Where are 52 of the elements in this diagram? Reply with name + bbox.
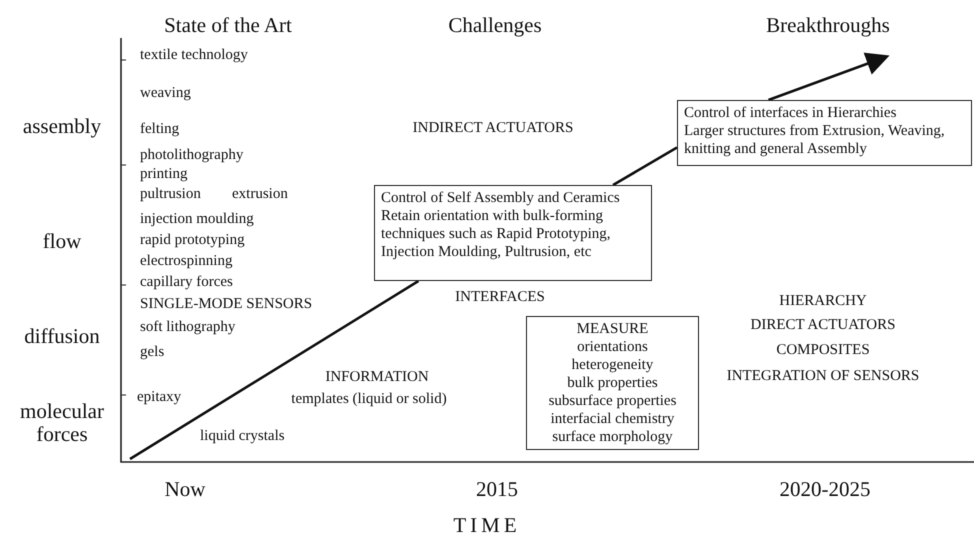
trend-line	[129, 280, 420, 460]
technique-label: printing	[140, 166, 188, 182]
breakthrough-label: COMPOSITES	[776, 342, 870, 358]
column-heading: Breakthroughs	[766, 14, 890, 38]
technique-label: electrospinning	[140, 253, 232, 270]
text-box	[526, 316, 699, 450]
measure-item: interfacial chemistry	[550, 410, 676, 428]
technique-label: photolithography	[140, 147, 244, 164]
column-heading: Challenges	[448, 14, 542, 38]
box-text: Larger structures from Extrusion, Weaving, knitting and general Assembly	[684, 122, 946, 158]
text-box	[374, 185, 652, 281]
measure-item: bulk properties	[566, 374, 659, 392]
measure-item: orientations	[576, 338, 649, 356]
axis-label: flow	[42, 230, 82, 254]
breakthrough-label: DIRECT ACTUATORS	[750, 317, 896, 334]
challenge-label: INDIRECT ACTUATORS	[412, 120, 574, 136]
measure-item: heterogeneity	[570, 356, 654, 374]
arrow	[768, 52, 890, 102]
measure-item: surface morphology	[551, 428, 674, 446]
box-text: Control of Self Assembly and Ceramics	[381, 189, 621, 207]
box-heading: MEASURE	[576, 320, 650, 338]
technique-label: textile technology	[140, 47, 248, 64]
column-heading: State of the Art	[164, 14, 292, 38]
box-text: Control of interfaces in Hierarchies	[684, 104, 898, 122]
technique-label: felting	[140, 121, 180, 138]
axis-label: assembly	[22, 115, 102, 138]
technique-label: injection moulding	[140, 211, 254, 228]
axis-label: diffusion	[24, 325, 100, 348]
technique-label: extrusion	[232, 186, 288, 202]
measure-item: subsurface properties	[548, 392, 678, 410]
technique-label: SINGLE-MODE SENSORS	[140, 296, 312, 312]
technique-label: pultrusion	[140, 186, 201, 202]
trend-line	[612, 146, 678, 186]
technique-label: weaving	[140, 85, 191, 102]
text-box	[677, 100, 972, 166]
box-text: Retain orientation with bulk-forming techniques such as Rapid Prototyping, Injection Moulding, Pultrusion, etc	[381, 207, 612, 261]
breakthrough-label: INTEGRATION OF SENSORS	[726, 368, 920, 384]
time-label: 2015	[476, 478, 518, 502]
axis-label: molecular forces	[19, 400, 105, 446]
technique-label: epitaxy	[137, 389, 182, 406]
technique-label: capillary forces	[140, 274, 233, 290]
breakthrough-label: HIERARCHY	[779, 293, 867, 310]
challenge-label: templates (liquid or solid)	[291, 391, 447, 408]
time-label: 2020-2025	[780, 478, 870, 502]
challenge-label: INFORMATION	[325, 369, 429, 386]
technique-label: gels	[140, 344, 164, 360]
time-label: Now	[164, 478, 206, 502]
technique-label: soft lithography	[140, 319, 236, 336]
technique-label: liquid crystals	[200, 428, 285, 444]
axis-title: TIME	[453, 514, 521, 538]
technique-label: rapid prototyping	[140, 232, 245, 248]
challenge-label: INTERFACES	[455, 289, 545, 306]
